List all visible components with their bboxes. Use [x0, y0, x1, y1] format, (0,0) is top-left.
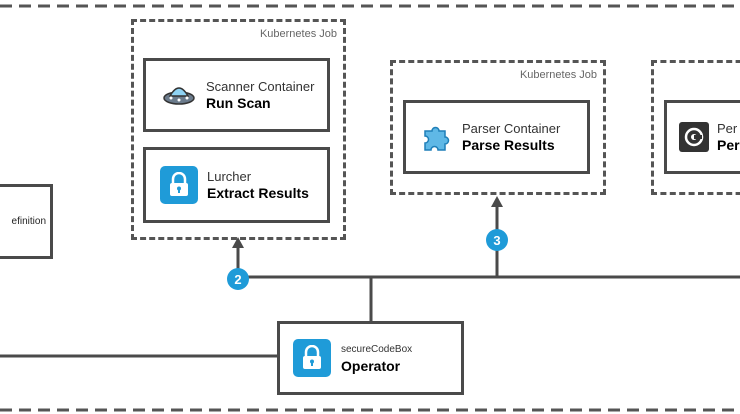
- persistence-node[interactable]: Per Per: [664, 100, 740, 174]
- definition-label: efinition: [11, 216, 46, 227]
- job-label: Kubernetes Job: [519, 69, 597, 81]
- puzzle-icon: [420, 120, 454, 154]
- lock-icon: [160, 166, 198, 204]
- lurcher-subtitle: Lurcher: [207, 169, 252, 184]
- step-badge-3: 3: [486, 229, 508, 251]
- scanner-container-node[interactable]: Scanner Container Run Scan: [143, 58, 330, 132]
- kubernetes-job-parse: Kubernetes Job: [390, 60, 606, 195]
- definition-node[interactable]: efinition: [0, 184, 53, 259]
- parser-title: Parse Results: [462, 137, 555, 153]
- persistence-title: Per: [717, 137, 740, 153]
- parser-container-node[interactable]: Parser Container Parse Results: [403, 100, 590, 174]
- job-label: Kubernetes Job: [259, 28, 337, 40]
- persistence-subtitle: Per: [717, 121, 738, 136]
- operator-node[interactable]: secureCodeBox Operator: [277, 321, 464, 395]
- operator-subtitle: secureCodeBox: [341, 344, 413, 355]
- scanner-title: Run Scan: [206, 95, 271, 111]
- disk-icon: [679, 122, 709, 152]
- lock-icon: [293, 339, 331, 377]
- parser-subtitle: Parser Container: [462, 121, 561, 136]
- operator-title: Operator: [341, 358, 401, 374]
- step-badge-2: 2: [227, 268, 249, 290]
- kubernetes-job-persist: [651, 60, 740, 195]
- scanner-subtitle: Scanner Container: [206, 79, 315, 94]
- lurcher-title: Extract Results: [207, 185, 309, 201]
- ufo-icon: [162, 78, 196, 112]
- lurcher-node[interactable]: Lurcher Extract Results: [143, 147, 330, 223]
- kubernetes-job-scan: Kubernetes Job: [131, 19, 346, 240]
